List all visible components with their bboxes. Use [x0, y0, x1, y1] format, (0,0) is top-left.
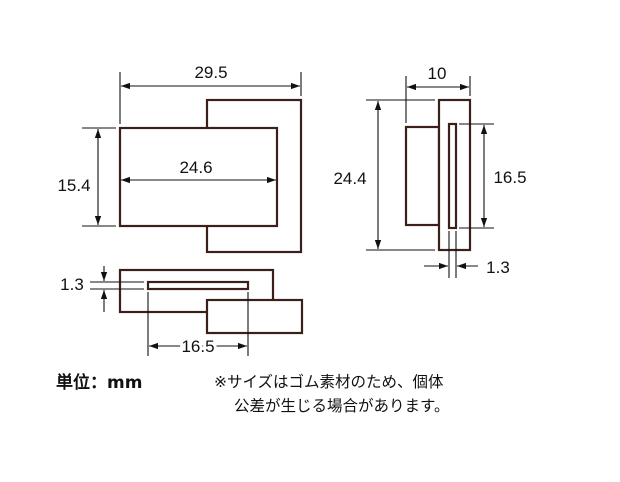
side-slot	[447, 122, 458, 230]
front-cover-plate	[118, 126, 279, 228]
side-cover-block	[404, 125, 441, 227]
side-height-label: 24.4	[333, 169, 366, 188]
bottom-slot-length-label: 16.5	[181, 337, 214, 356]
bottom-slot	[146, 280, 250, 291]
bottom-small-block	[205, 298, 304, 335]
tolerance-note-line-1: ※サイズはゴム素材のため、個体	[214, 373, 444, 391]
side-width-label: 10	[428, 64, 447, 83]
side-view: 10 24.4 16.5 1.3	[333, 64, 527, 278]
bottom-view: 1.3 16.5	[60, 266, 304, 359]
front-inner-width-label: 24.6	[179, 158, 212, 177]
front-view: 29.5 15.4 24.6	[57, 63, 303, 254]
front-width-label: 29.5	[194, 63, 227, 82]
bottom-slot-thickness-label: 1.3	[60, 275, 84, 294]
unit-note: 単位：mm	[56, 373, 143, 393]
tolerance-note: ※サイズはゴム素材のため、個体 公差が生じる場合があります。	[214, 370, 449, 418]
front-height-label: 15.4	[57, 176, 90, 195]
side-slot-height-label: 16.5	[493, 168, 526, 187]
side-slot-width-label: 1.3	[486, 258, 510, 277]
tolerance-note-line-2: 公差が生じる場合があります。	[234, 397, 450, 415]
